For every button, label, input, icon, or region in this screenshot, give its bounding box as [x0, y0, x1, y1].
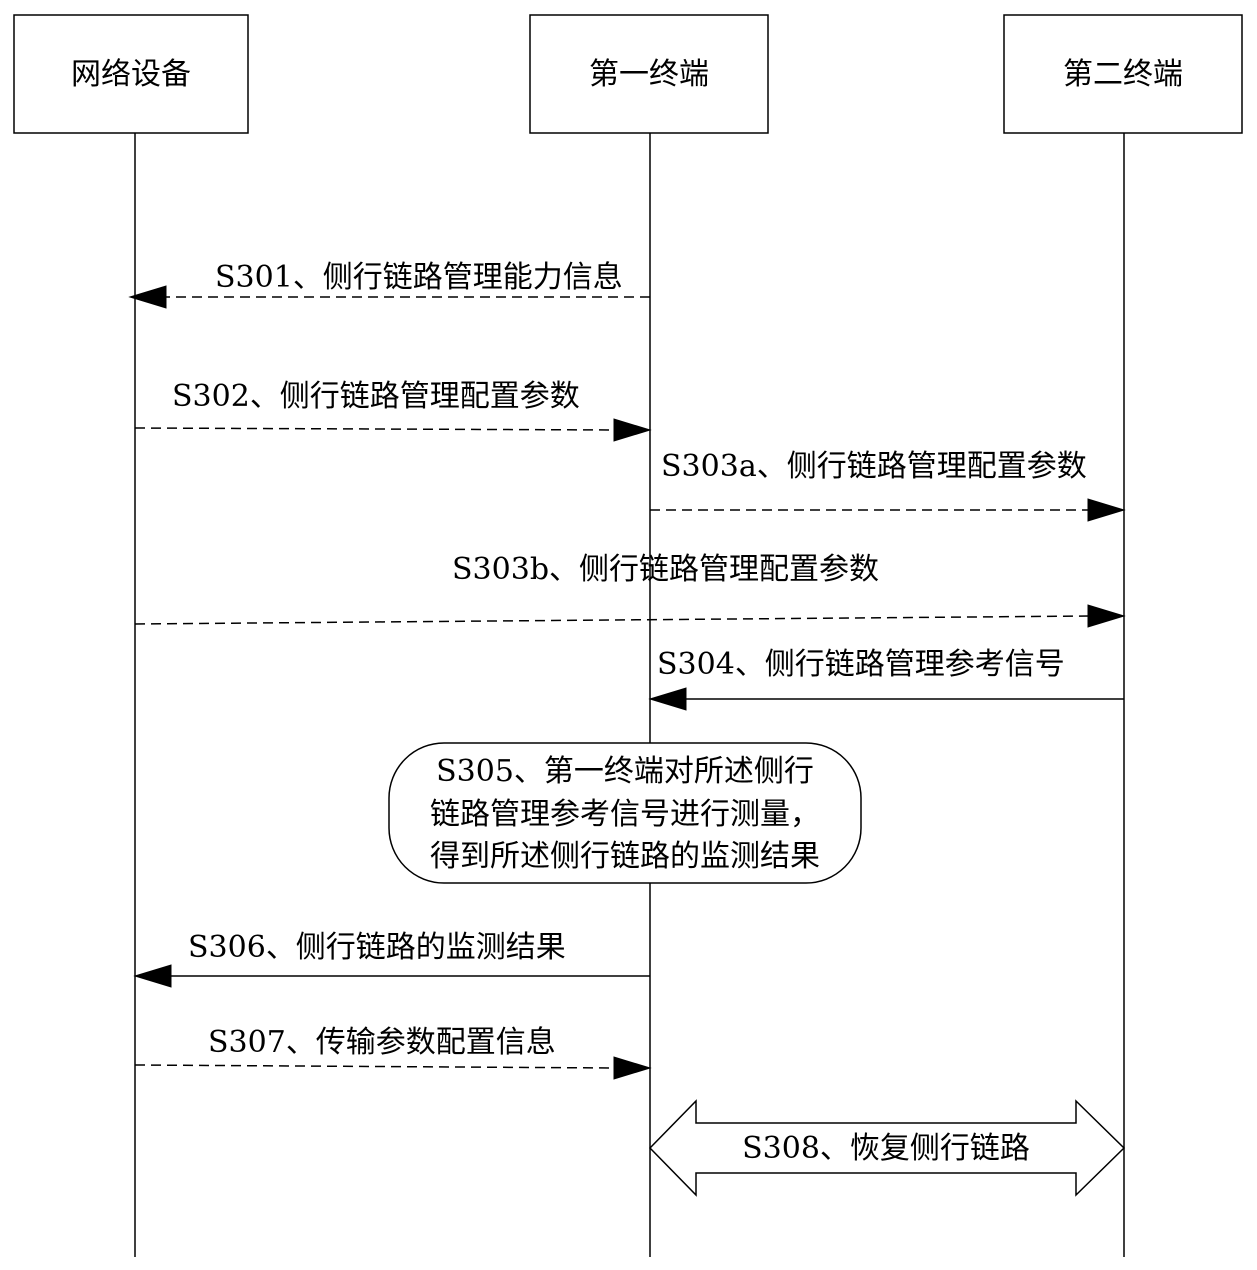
- message-s301-label: S301、侧行链路管理能力信息: [215, 260, 623, 295]
- arrowhead-right-icon: [613, 418, 652, 442]
- arrowhead-left-icon: [648, 687, 687, 711]
- message-s306-label: S306、侧行链路的监测结果: [188, 930, 566, 965]
- message-s302-label: S302、侧行链路管理配置参数: [172, 379, 580, 414]
- double-arrow-icon: [648, 1099, 1126, 1197]
- message-s304-label: S304、侧行链路管理参考信号: [657, 647, 1065, 682]
- process-s305: S305、第一终端对所述侧行 链路管理参考信号进行测量， 得到所述侧行链路的监测…: [388, 742, 862, 884]
- message-s302: S302、侧行链路管理配置参数: [134, 379, 652, 442]
- participant-network-label: 网络设备: [71, 57, 191, 92]
- process-s305-line-3: 得到所述侧行链路的监测结果: [430, 839, 820, 874]
- participant-first-terminal: 第一终端: [529, 14, 769, 134]
- message-s306: S306、侧行链路的监测结果: [133, 930, 650, 988]
- message-s307: S307、传输参数配置信息: [134, 1025, 652, 1080]
- participant-second-terminal-label: 第二终端: [1063, 57, 1183, 92]
- arrowhead-right-icon: [613, 1056, 652, 1080]
- message-s304: S304、侧行链路管理参考信号: [648, 647, 1124, 711]
- arrowhead-right-icon: [1087, 498, 1126, 522]
- message-s303a-label: S303a、侧行链路管理配置参数: [661, 449, 1087, 484]
- process-s305-line-1: S305、第一终端对所述侧行: [436, 754, 814, 789]
- message-s303a: S303a、侧行链路管理配置参数: [650, 449, 1126, 522]
- participant-first-terminal-label: 第一终端: [589, 57, 709, 92]
- message-s307-label: S307、传输参数配置信息: [208, 1025, 556, 1060]
- message-s301: S301、侧行链路管理能力信息: [128, 260, 650, 309]
- arrowhead-left-icon: [128, 285, 167, 309]
- bidirectional-s308: S308、恢复侧行链路: [648, 1099, 1126, 1197]
- message-s303b-label: S303b、侧行链路管理配置参数: [452, 552, 879, 587]
- arrowhead-right-icon: [1087, 604, 1126, 628]
- arrowhead-left-icon: [133, 964, 172, 988]
- participant-network: 网络设备: [13, 14, 249, 134]
- bidirectional-s308-label: S308、恢复侧行链路: [742, 1131, 1030, 1166]
- message-s303b: S303b、侧行链路管理配置参数: [134, 552, 1126, 628]
- process-s305-box: [388, 742, 862, 884]
- process-s305-line-2: 链路管理参考信号进行测量，: [430, 797, 820, 832]
- participant-second-terminal: 第二终端: [1003, 14, 1243, 134]
